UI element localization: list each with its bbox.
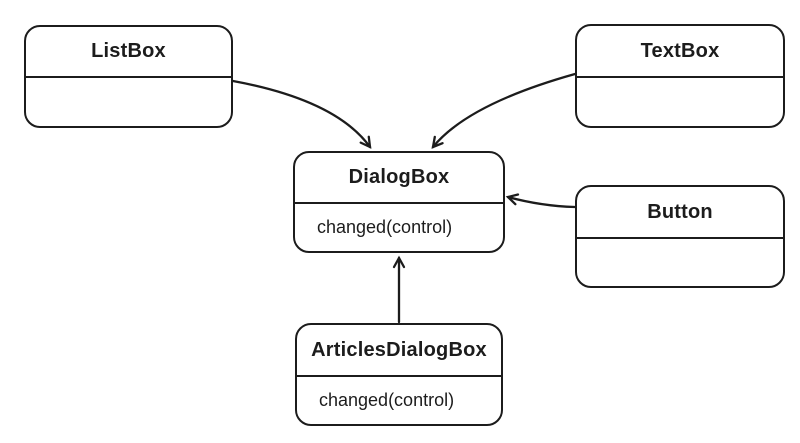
class-textbox-method <box>577 78 783 126</box>
class-dialogbox-method: changed(control) <box>317 217 453 237</box>
class-listbox-method <box>26 78 231 126</box>
class-articlesdialogbox-name: ArticlesDialogBox <box>297 325 501 377</box>
class-textbox: TextBox <box>575 24 785 128</box>
class-button-method <box>577 239 783 286</box>
class-dialogbox: DialogBox changed(control) <box>293 151 505 253</box>
class-textbox-name: TextBox <box>577 26 783 78</box>
class-dialogbox-name: DialogBox <box>295 153 503 204</box>
class-button: Button <box>575 185 785 288</box>
class-listbox-name: ListBox <box>26 27 231 78</box>
edge-textbox-to-dialogbox <box>431 72 577 149</box>
edge-button-to-dialogbox <box>505 193 577 209</box>
edge-listbox-to-dialogbox <box>231 79 372 149</box>
class-articlesdialogbox: ArticlesDialogBox changed(control) <box>295 323 503 426</box>
class-articlesdialogbox-method: changed(control) <box>319 390 455 410</box>
class-listbox: ListBox <box>24 25 233 128</box>
class-button-name: Button <box>577 187 783 239</box>
